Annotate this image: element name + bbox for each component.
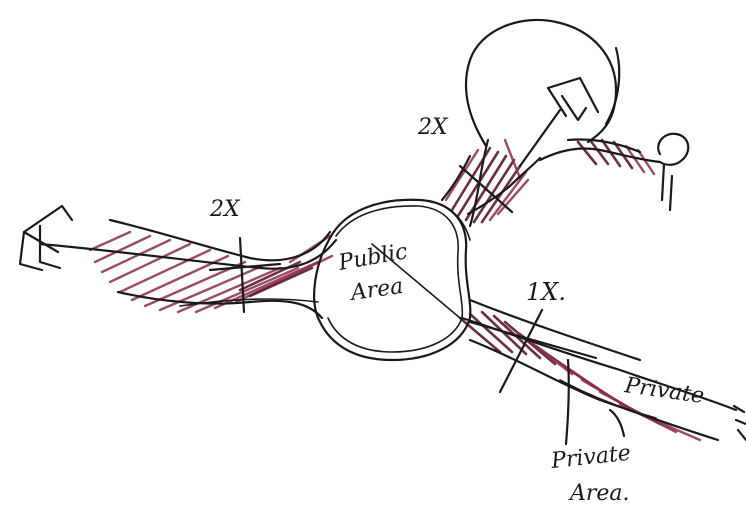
private-path-label: Private (622, 373, 705, 409)
private-area-label-line1: Private (549, 441, 632, 474)
count-label-right: 1X. (526, 278, 566, 306)
public-area-label-line2: Area (347, 274, 404, 306)
upper-right-path-hatching (578, 140, 654, 174)
right-path-hatching (460, 312, 700, 440)
count-label-left: 2X (209, 197, 241, 222)
left-path (40, 220, 336, 318)
right-arrow-icon (734, 406, 746, 440)
upper-right-path (540, 134, 688, 210)
private-area-label-line2: Area. (568, 481, 630, 506)
count-label-top: 2X (417, 115, 449, 140)
right-path (462, 300, 736, 444)
public-area-label-line1: Public (336, 239, 410, 276)
top-circle-area (466, 20, 619, 146)
left-arrow-icon (20, 206, 72, 270)
